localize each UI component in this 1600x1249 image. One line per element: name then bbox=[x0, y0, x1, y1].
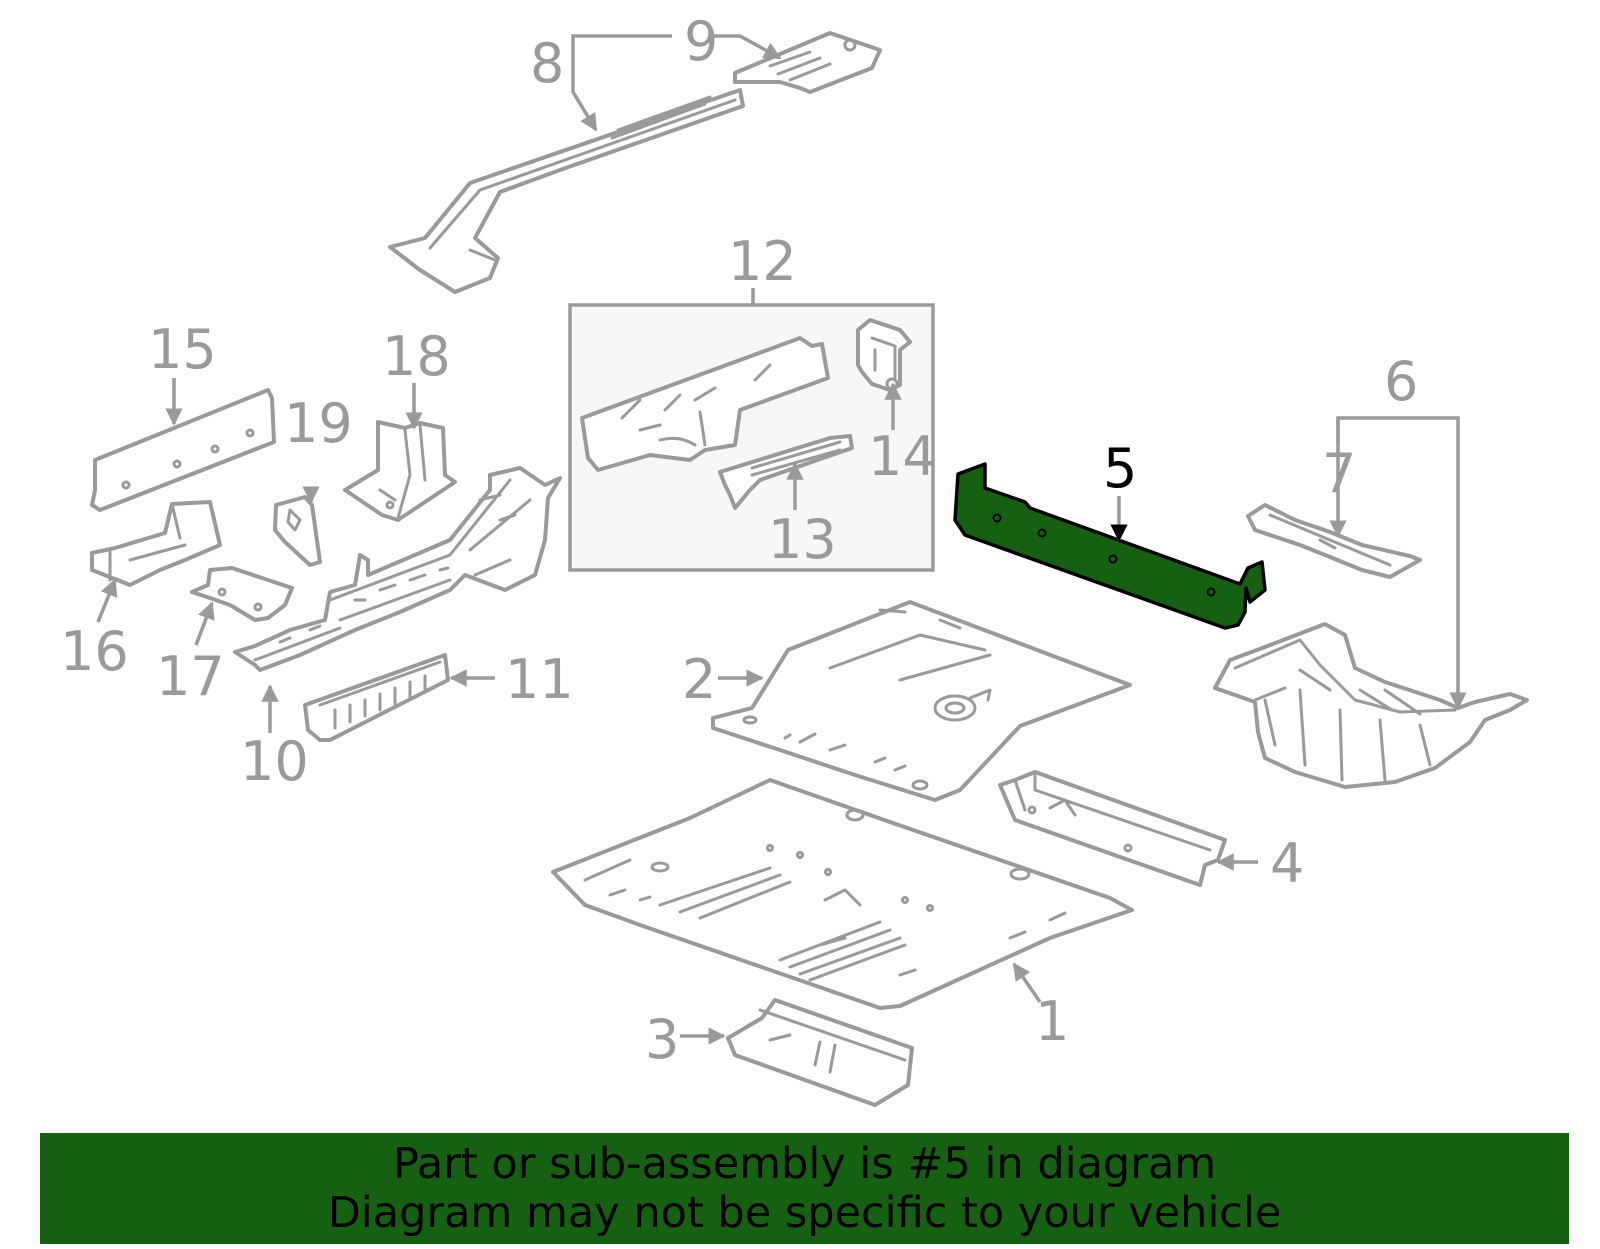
part-8[interactable] bbox=[388, 88, 745, 294]
callout-2[interactable]: 2 bbox=[682, 648, 716, 711]
part-11[interactable] bbox=[303, 653, 450, 742]
part-17[interactable] bbox=[190, 566, 294, 622]
part-6[interactable] bbox=[1213, 622, 1529, 789]
part-5-highlighted[interactable] bbox=[953, 462, 1267, 630]
callout-14[interactable]: 14 bbox=[868, 425, 937, 488]
part-18[interactable] bbox=[343, 420, 457, 522]
part-2[interactable] bbox=[711, 600, 1132, 802]
callout-15[interactable]: 15 bbox=[148, 318, 217, 381]
info-banner: Part or sub-assembly is #5 in diagram Di… bbox=[40, 1133, 1569, 1244]
callout-1[interactable]: 1 bbox=[1035, 990, 1069, 1053]
callout-10[interactable]: 10 bbox=[240, 730, 309, 793]
part-15[interactable] bbox=[90, 388, 276, 512]
part-1[interactable] bbox=[551, 778, 1134, 1010]
callout-13[interactable]: 13 bbox=[768, 508, 837, 571]
callout-6[interactable]: 6 bbox=[1384, 350, 1418, 413]
callout-labels: 8 9 12 15 18 19 14 13 5 6 7 16 17 11 10 … bbox=[60, 10, 1418, 1071]
callout-18[interactable]: 18 bbox=[382, 325, 451, 388]
part-16[interactable] bbox=[90, 500, 222, 587]
leader-lines bbox=[96, 34, 1467, 1045]
callout-9[interactable]: 9 bbox=[684, 10, 718, 73]
callout-17[interactable]: 17 bbox=[156, 645, 225, 708]
callout-5[interactable]: 5 bbox=[1103, 437, 1137, 500]
callout-8[interactable]: 8 bbox=[530, 32, 564, 95]
part-14[interactable] bbox=[856, 318, 912, 392]
callout-4[interactable]: 4 bbox=[1270, 832, 1304, 895]
part-19[interactable] bbox=[273, 495, 322, 567]
part-4[interactable] bbox=[998, 770, 1227, 887]
callout-12[interactable]: 12 bbox=[728, 230, 797, 293]
callout-3[interactable]: 3 bbox=[645, 1008, 679, 1071]
part-7[interactable] bbox=[1246, 503, 1422, 579]
banner-line-1: Part or sub-assembly is #5 in diagram bbox=[392, 1138, 1217, 1189]
callout-16[interactable]: 16 bbox=[60, 620, 129, 683]
part-12-rail[interactable] bbox=[580, 336, 830, 472]
callout-19[interactable]: 19 bbox=[284, 392, 353, 455]
part-5-shape bbox=[953, 462, 1267, 630]
banner-line-2: Diagram may not be specific to your vehi… bbox=[327, 1187, 1282, 1238]
part-10[interactable] bbox=[233, 466, 562, 672]
part-9[interactable] bbox=[733, 31, 882, 94]
callout-11[interactable]: 11 bbox=[505, 648, 574, 711]
callout-7[interactable]: 7 bbox=[1322, 442, 1356, 505]
part-3[interactable] bbox=[726, 998, 914, 1107]
